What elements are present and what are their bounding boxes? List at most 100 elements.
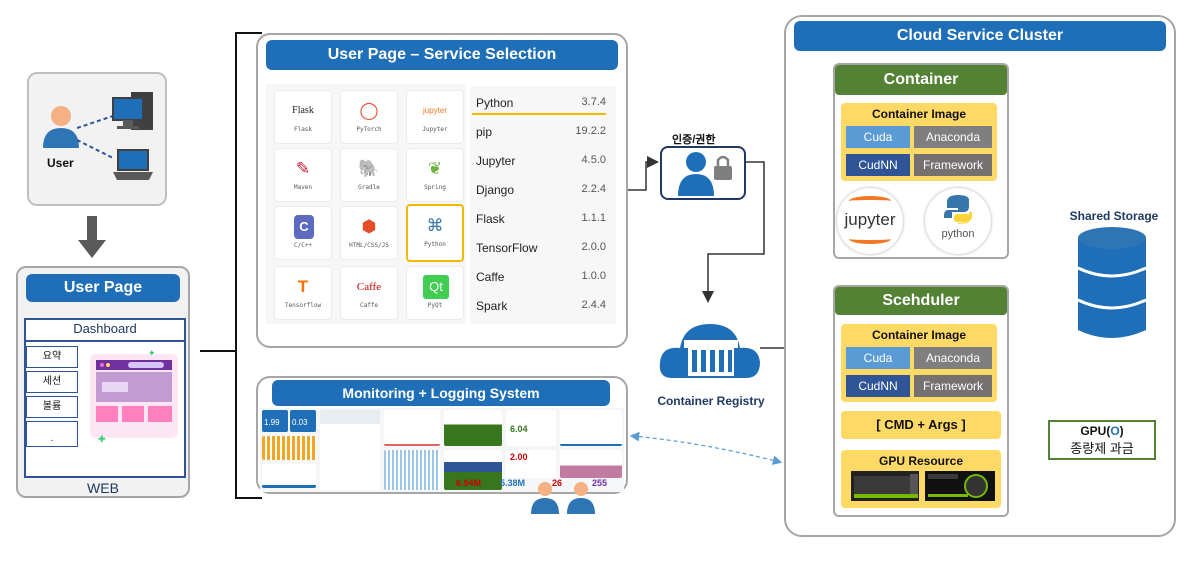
chip-cuda: Cuda [846,347,910,369]
flask-icon: Flask [292,105,314,116]
selected-underline [472,113,606,115]
gpu-billing-prefix: GPU( [1080,424,1111,438]
gpu-resource-title: GPU Resource [878,454,964,468]
package-name: Python [476,96,514,110]
container-registry-label: Container Registry [657,394,765,408]
python-snake-icon [944,195,972,224]
monitoring-dashboard: 1.99 0.03 6.04 2.00 6.94M 5.38M 26 255 [260,408,624,492]
version-row[interactable]: TensorFlow 2.0.0 [476,241,606,255]
user-label: User [47,156,74,170]
package-version: 2.2.4 [581,183,606,195]
tile-flask[interactable]: Flask Flask [274,90,332,144]
tile-jupyter[interactable]: jupyter Jupyter [406,90,464,144]
svg-text:✚: ✚ [98,435,106,444]
side-item-volume[interactable]: 볼륨 [26,396,78,418]
user-box: User [27,72,167,206]
package-name: Spark [476,299,508,313]
gpu-billing-flag: O [1110,424,1120,438]
user-page-box: User Page Dashboard 요약 세션 볼륨 . ✦ ✚ WEB [16,266,190,498]
jupyter-icon: jupyter [422,106,447,115]
spring-icon: ❦ [427,159,443,178]
red-line-chart [384,410,440,446]
tile-label: HTML/CSS/JS [349,242,389,249]
package-name: Jupyter [476,154,516,168]
tensorflow-icon: T [297,277,309,296]
bracket-line [200,32,262,499]
tile-label: Caffe [359,302,379,309]
stat-value: 5.38M [500,478,526,488]
tile-gradle[interactable]: 🐘 Gradle [340,148,398,202]
package-version: 1.0.0 [581,270,606,282]
package-version: 4.5.0 [581,154,606,166]
html-css-js-icon: ⬢ [361,217,377,236]
chip-framework: Framework [914,154,992,176]
chip-cudnn: CudNN [846,375,910,397]
users-icon [531,482,595,514]
orange-bars-chart [262,436,316,460]
scheduler-title: Scehduler [835,287,1007,315]
tile-label: Tensorflow [284,302,322,309]
tile-caffe[interactable]: Caffe Caffe [340,266,398,320]
panel-chart [320,410,380,490]
python-logo-text: python [941,228,975,240]
stat-value: 2.00 [510,452,528,462]
tile-html[interactable]: ⬢ HTML/CSS/JS [340,206,398,260]
arrow-to-auth [628,156,659,191]
gpu-billing-box: GPU(O) 종량제 과금 [1048,420,1156,460]
version-row[interactable]: Jupyter 4.5.0 [476,154,606,168]
python-logo: python [925,188,991,254]
tile-pytorch[interactable]: ◯ PyTorch [340,90,398,144]
side-item-session[interactable]: 세션 [26,371,78,393]
metric-tile [506,450,556,478]
container-registry-icon [659,324,760,378]
arrow-monitoring-cluster [629,431,783,465]
line-chart [262,464,316,488]
down-arrow-icon [78,216,106,258]
package-version: 2.0.0 [581,241,606,253]
dashboard-header: Dashboard [24,318,186,342]
tile-label: Spring [424,184,446,191]
qt-icon: Qt [423,275,449,299]
gpu-card-icon [851,471,919,501]
package-version: 2.4.4 [581,299,606,311]
chip-framework: Framework [914,375,992,397]
side-item-more[interactable]: . [26,421,78,447]
bars-chart [384,450,440,490]
stat-value: 6.94M [456,478,482,488]
version-row[interactable]: Spark 2.4.4 [476,299,606,313]
user-page-title: User Page [26,274,180,302]
package-name: TensorFlow [476,241,538,255]
tile-spring[interactable]: ❦ Spring [406,148,464,202]
chip-cuda: Cuda [846,126,910,148]
user-lock-icon [678,152,732,196]
side-item-summary[interactable]: 요약 [26,346,78,368]
package-version: 19.2.2 [575,125,606,137]
tile-pyqt[interactable]: Qt PyQt [406,266,464,320]
tile-label: PyTorch [356,126,382,133]
tile-label: Python [424,241,446,248]
connection-dashes [77,115,114,159]
tile-cpp[interactable]: C C/C++ [274,206,332,260]
user-icon [43,106,79,148]
stat-tile [262,410,288,432]
tile-python[interactable]: ⌘ Python [406,204,464,262]
arrow-to-registry [702,161,765,303]
chip-cudnn: CudNN [846,154,910,176]
service-selection-title: User Page – Service Selection [266,40,618,70]
package-name: Flask [476,212,505,226]
auth-label: 인증/권한 [672,134,716,146]
jupyter-orbit-icon [849,196,891,206]
tile-tensorflow[interactable]: T Tensorflow [274,266,332,320]
gradle-icon: 🐘 [358,159,380,178]
cluster-title: Cloud Service Cluster [794,21,1166,51]
web-label: WEB [87,480,119,496]
gpu-billing-line1: GPU(O) [1050,424,1154,438]
tile-label: Jupyter [422,126,448,133]
stat-value: 0.03 [292,418,308,427]
tile-maven[interactable]: ✎ Maven [274,148,332,202]
